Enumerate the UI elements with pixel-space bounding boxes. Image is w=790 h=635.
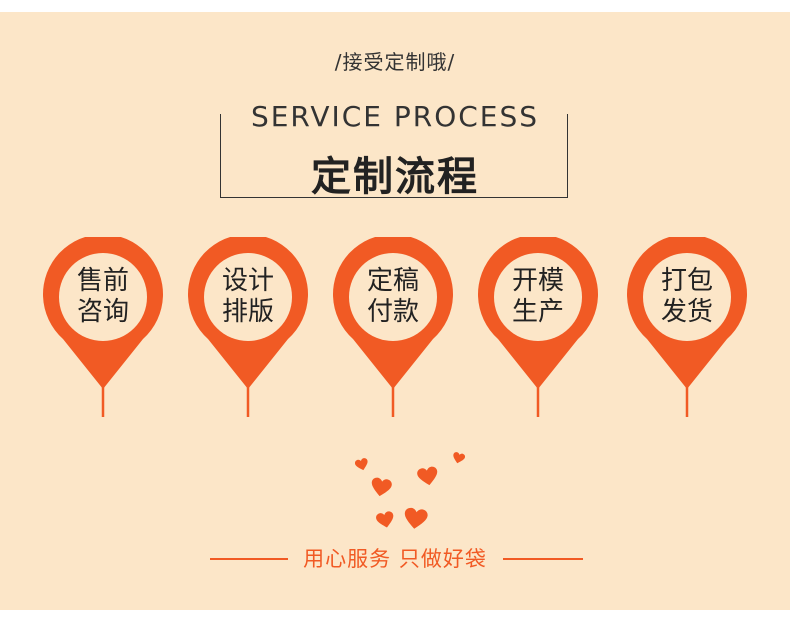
- step-label: 开模 生产: [502, 261, 574, 333]
- title-english-text: SERVICE PROCESS: [236, 100, 554, 133]
- step-label: 定稿 付款: [357, 261, 429, 333]
- heart-icon: [417, 466, 438, 486]
- heart-icon: [453, 452, 465, 464]
- step-label: 售前 咨询: [67, 261, 139, 333]
- heart-icon: [371, 477, 392, 497]
- step-label-line1: 设计: [221, 266, 274, 296]
- step-label-line1: 打包: [660, 266, 713, 296]
- step-label-line2: 生产: [511, 297, 564, 327]
- map-pin-icon: [43, 237, 163, 417]
- step-开模生产: 开模 生产: [478, 237, 598, 417]
- subtitle: /接受定制哦/: [334, 50, 456, 74]
- footer-slogan: 用心服务 只做好袋: [303, 547, 487, 571]
- step-label-line1: 定稿: [366, 266, 419, 296]
- step-打包发货: 打包 发货: [627, 237, 747, 417]
- step-label-line2: 付款: [366, 297, 419, 327]
- title-frame: [220, 114, 568, 198]
- map-pin-icon: [333, 237, 453, 417]
- footer-divider-right: [503, 558, 583, 560]
- step-label: 打包 发货: [651, 261, 723, 333]
- heart-icon: [404, 507, 428, 529]
- title-chinese: 定制流程: [311, 153, 479, 200]
- map-pin-icon: [478, 237, 598, 417]
- heart-icon: [355, 458, 368, 471]
- step-售前咨询: 售前 咨询: [43, 237, 163, 417]
- step-label-line2: 排版: [221, 297, 274, 327]
- map-pin-icon: [627, 237, 747, 417]
- step-label-line2: 发货: [660, 297, 713, 327]
- footer-divider-left: [210, 558, 288, 560]
- step-label-line1: 售前: [76, 266, 129, 296]
- map-pin-icon: [188, 237, 308, 417]
- heart-icon: [376, 511, 394, 528]
- step-定稿付款: 定稿 付款: [333, 237, 453, 417]
- title-english: SERVICE PROCESS: [0, 100, 790, 133]
- step-设计排版: 设计 排版: [188, 237, 308, 417]
- step-label-line1: 开模: [511, 266, 564, 296]
- step-label: 设计 排版: [212, 261, 284, 333]
- step-label-line2: 咨询: [76, 297, 129, 327]
